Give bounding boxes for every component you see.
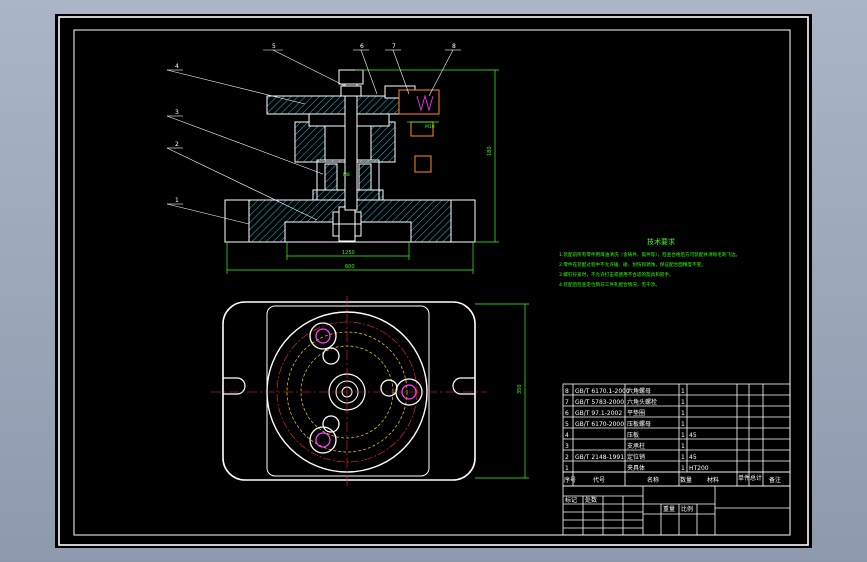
title-block-scale: 比例 [681, 505, 693, 513]
svg-text:1: 1 [681, 432, 685, 439]
spring-coil [416, 94, 434, 112]
svg-text:支承柱: 支承柱 [627, 442, 645, 450]
svg-text:平垫圈: 平垫圈 [627, 409, 645, 417]
part-label-1: 1 [175, 197, 179, 204]
title-block-weight: 重量 [663, 505, 675, 513]
svg-text:压板: 压板 [627, 431, 639, 439]
svg-text:1: 1 [681, 465, 685, 472]
svg-text:GB/T 6170-2000: GB/T 6170-2000 [575, 421, 624, 428]
bom-header-total: 总计 [750, 474, 762, 482]
dim-height: 180 [487, 146, 493, 156]
dim-plan-height: 350 [517, 384, 523, 394]
svg-text:1: 1 [681, 410, 685, 417]
part-label-4: 4 [175, 63, 179, 70]
part-label-6: 6 [360, 43, 364, 50]
front-section-view [224, 69, 476, 243]
svg-text:GB/T 6170.1-2000: GB/T 6170.1-2000 [575, 388, 630, 395]
svg-text:GB/T 5783-2000: GB/T 5783-2000 [575, 399, 624, 406]
part-label-2: 2 [175, 141, 179, 148]
svg-text:3: 3 [565, 443, 569, 450]
svg-text:压板螺母: 压板螺母 [627, 420, 651, 428]
bom-header-mat: 材料 [707, 476, 719, 484]
bom-header-code: 代号 [593, 476, 605, 484]
title-block [562, 485, 791, 536]
part-label-7: 7 [392, 43, 396, 50]
svg-text:六角头螺栓: 六角头螺栓 [627, 398, 657, 406]
title-block-count: 处数 [585, 496, 597, 504]
svg-text:1: 1 [681, 443, 685, 450]
bom-table [562, 383, 791, 473]
tech-req-line-1: 1.装配前所有零件用煤油清洗（含铸件、锻件等），检查合格后方可装配并清除毛刺飞边… [559, 251, 740, 258]
svg-text:45: 45 [689, 454, 697, 461]
svg-text:夹具体: 夹具体 [627, 464, 645, 472]
svg-text:7: 7 [565, 399, 569, 406]
cad-viewport[interactable]: 600 1250 180 M8 M10 1 2 3 4 5 6 7 8 [55, 14, 812, 548]
dim-small-a: M8 [343, 172, 350, 178]
svg-text:8: 8 [565, 388, 569, 395]
svg-text:4: 4 [565, 432, 569, 439]
sheet-inner-border [73, 29, 791, 536]
front-dimensions [226, 69, 499, 274]
svg-text:45: 45 [689, 432, 697, 439]
svg-text:定位销: 定位销 [627, 453, 645, 461]
svg-text:1: 1 [681, 388, 685, 395]
tech-req-line-3: 3.螺钉拧紧时，不允许打击或使用不合适的旋具和扳手。 [559, 271, 674, 278]
svg-text:1: 1 [565, 465, 569, 472]
part-label-3: 3 [175, 109, 179, 116]
part-label-5: 5 [272, 43, 276, 50]
svg-text:1: 1 [681, 454, 685, 461]
title-block-mark: 标记 [565, 496, 577, 504]
svg-text:1: 1 [681, 399, 685, 406]
svg-text:2: 2 [565, 454, 569, 461]
bom-header-name: 名称 [647, 476, 659, 484]
svg-text:HT200: HT200 [689, 465, 709, 472]
tech-req-title: 技术要求 [647, 237, 675, 246]
pressure-plate [266, 95, 416, 115]
leader-lines [166, 49, 461, 225]
svg-text:1: 1 [681, 421, 685, 428]
dim-small-b: M10 [425, 124, 435, 130]
tech-req-line-2: 2.零件在装配过程中不允许磕、碰、划伤和锈蚀，保证配合面精度不变。 [559, 261, 706, 268]
dim-bottom-width: 600 [345, 264, 355, 270]
svg-text:GB/T 97.1-2002: GB/T 97.1-2002 [575, 410, 622, 417]
top-plan-view [211, 296, 529, 486]
technical-drawing: 600 1250 180 M8 M10 1 2 3 4 5 6 7 8 [58, 16, 809, 546]
clamp-bolt-top [309, 322, 337, 350]
dim-base-inner: 1250 [342, 250, 355, 256]
technical-requirements: 技术要求 1.装配前所有零件用煤油清洗（含铸件、锻件等），检查合格后方可装配并清… [559, 237, 740, 288]
plate-outline [222, 301, 476, 481]
sheet-outer-border [58, 16, 809, 546]
bom-header-qty: 数量 [680, 476, 692, 484]
svg-text:六角螺母: 六角螺母 [627, 387, 651, 395]
bom-header-note: 备注 [769, 476, 781, 484]
tech-req-line-4: 4.装配后检查定位销与工件孔配合情况，无干涉。 [559, 281, 660, 288]
svg-text:GB/T 2148-1991: GB/T 2148-1991 [575, 454, 624, 461]
svg-text:6: 6 [565, 410, 569, 417]
bom-header-no: 序号 [564, 476, 576, 484]
svg-text:5: 5 [565, 421, 569, 428]
bom-rows: 8 GB/T 6170.1-2000 六角螺母 1 7 GB/T 5783-20… [565, 387, 709, 472]
part-label-8: 8 [452, 43, 456, 50]
bom-header-unit: 单件 [738, 474, 750, 482]
